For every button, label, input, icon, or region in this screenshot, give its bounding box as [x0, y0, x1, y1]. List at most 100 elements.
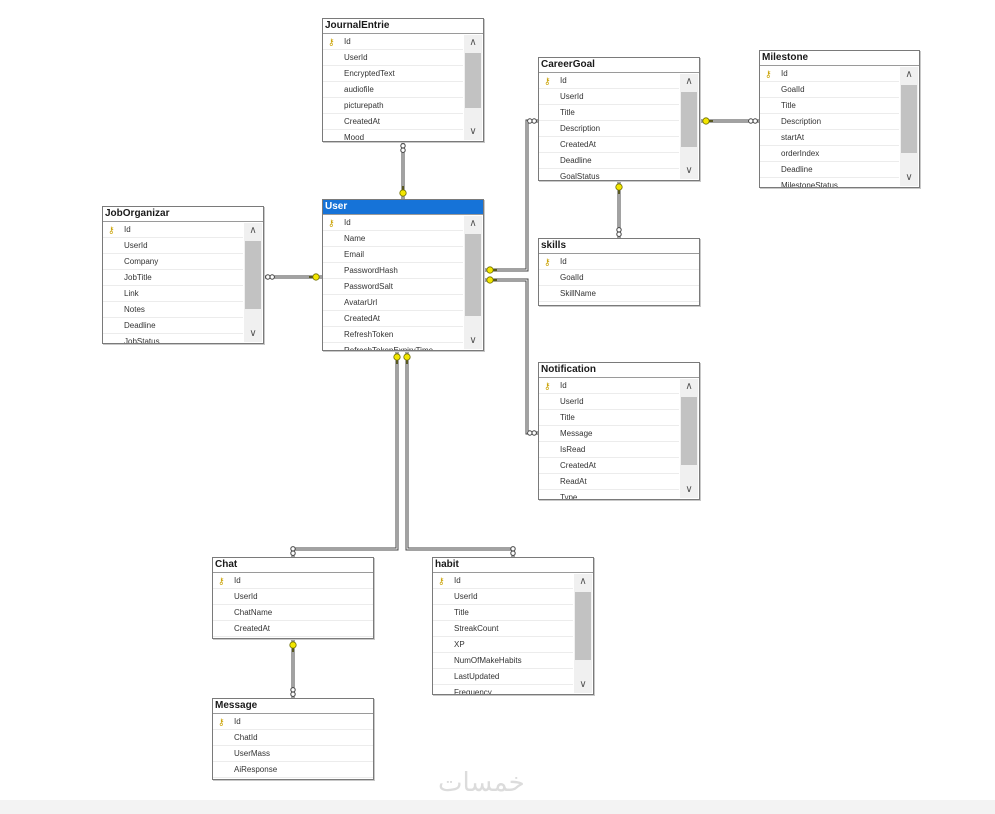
relationship-user-joborg[interactable] [264, 273, 322, 281]
relationship-user-journal[interactable] [399, 142, 407, 199]
field-row[interactable]: Message [539, 426, 679, 442]
field-row[interactable]: CreatedAt [323, 311, 463, 327]
field-row[interactable]: GoalId [760, 82, 899, 98]
field-row[interactable]: UserMass [213, 746, 373, 762]
relationship-user-careergoal[interactable] [484, 118, 538, 274]
chevron-up-icon[interactable]: ∧ [469, 37, 477, 48]
field-row[interactable]: JobTitle [103, 270, 243, 286]
field-row[interactable]: ChatName [213, 605, 373, 621]
field-row[interactable]: Title [539, 105, 679, 121]
scroll-thumb[interactable] [901, 85, 917, 153]
field-row[interactable]: Frequency [433, 685, 573, 694]
vertical-scrollbar[interactable]: ∧∨ [244, 223, 262, 342]
table-title[interactable]: Chat [213, 558, 373, 573]
field-row[interactable]: GoalId [539, 270, 699, 286]
relationship-chat-message[interactable] [289, 639, 297, 698]
table-title[interactable]: User [323, 200, 483, 215]
field-row[interactable]: Link [103, 286, 243, 302]
field-row[interactable]: Title [433, 605, 573, 621]
chevron-up-icon[interactable]: ∧ [579, 576, 587, 587]
field-row[interactable]: ⚷Id [433, 573, 573, 589]
chevron-down-icon[interactable]: ∨ [469, 126, 477, 137]
chevron-down-icon[interactable]: ∨ [685, 165, 693, 176]
field-row[interactable]: UserId [539, 89, 679, 105]
table-title[interactable]: skills [539, 239, 699, 254]
chevron-down-icon[interactable]: ∨ [249, 328, 257, 339]
field-row[interactable]: ⚷Id [539, 73, 679, 89]
field-row[interactable]: ⚷Id [323, 215, 463, 231]
relationship-user-habit[interactable] [403, 351, 516, 557]
field-row[interactable]: Name [323, 231, 463, 247]
field-row[interactable]: PasswordHash [323, 263, 463, 279]
chevron-up-icon[interactable]: ∧ [469, 218, 477, 229]
chevron-up-icon[interactable]: ∧ [685, 76, 693, 87]
chevron-down-icon[interactable]: ∨ [469, 335, 477, 346]
field-row[interactable]: EncryptedText [323, 66, 463, 82]
field-row[interactable]: Notes [103, 302, 243, 318]
chevron-down-icon[interactable]: ∨ [905, 172, 913, 183]
vertical-scrollbar[interactable]: ∧∨ [680, 74, 698, 179]
table-title[interactable]: habit [433, 558, 593, 573]
chevron-up-icon[interactable]: ∧ [905, 69, 913, 80]
field-row[interactable]: startAt [760, 130, 899, 146]
field-row[interactable]: AvatarUrl [323, 295, 463, 311]
field-row[interactable]: audiofile [323, 82, 463, 98]
field-row[interactable]: Deadline [103, 318, 243, 334]
field-row[interactable]: Company [103, 254, 243, 270]
field-row[interactable]: picturepath [323, 98, 463, 114]
scroll-thumb[interactable] [245, 241, 261, 309]
field-row[interactable]: SkillName [539, 286, 699, 302]
chevron-down-icon[interactable]: ∨ [579, 679, 587, 690]
field-row[interactable]: UserId [323, 50, 463, 66]
field-row[interactable]: orderIndex [760, 146, 899, 162]
scroll-thumb[interactable] [681, 397, 697, 465]
field-row[interactable]: ReadAt [539, 474, 679, 490]
relationship-user-chat[interactable] [290, 351, 401, 557]
field-row[interactable]: ⚷Id [213, 573, 373, 589]
table-title[interactable]: Message [213, 699, 373, 714]
field-row[interactable]: Deadline [539, 153, 679, 169]
table-title[interactable]: JobOrganizar [103, 207, 263, 222]
chevron-down-icon[interactable]: ∨ [685, 484, 693, 495]
field-row[interactable]: StreakCount [433, 621, 573, 637]
vertical-scrollbar[interactable]: ∧∨ [464, 35, 482, 140]
field-row[interactable]: MilestoneStatus [760, 178, 899, 187]
field-row[interactable]: UserId [103, 238, 243, 254]
field-row[interactable]: ⚷Id [103, 222, 243, 238]
field-row[interactable]: CreatedAt [539, 458, 679, 474]
vertical-scrollbar[interactable]: ∧∨ [464, 216, 482, 349]
relationship-careergoal-skills[interactable] [615, 181, 623, 238]
table-title[interactable]: Milestone [760, 51, 919, 66]
vertical-scrollbar[interactable]: ∧∨ [574, 574, 592, 693]
scroll-thumb[interactable] [681, 92, 697, 147]
chevron-up-icon[interactable]: ∧ [685, 381, 693, 392]
field-row[interactable]: Description [760, 114, 899, 130]
field-row[interactable]: Title [760, 98, 899, 114]
field-row[interactable]: ⚷Id [539, 254, 699, 270]
field-row[interactable]: NumOfMakeHabits [433, 653, 573, 669]
field-row[interactable]: AiResponse [213, 762, 373, 778]
scroll-thumb[interactable] [465, 53, 481, 108]
field-row[interactable]: IsRead [539, 442, 679, 458]
scroll-thumb[interactable] [575, 592, 591, 660]
field-row[interactable]: UserId [213, 589, 373, 605]
field-row[interactable]: GoalStatus [539, 169, 679, 180]
field-row[interactable]: CreatedAt [539, 137, 679, 153]
chevron-up-icon[interactable]: ∧ [249, 225, 257, 236]
field-row[interactable]: Mood [323, 130, 463, 141]
relationship-user-notification[interactable] [484, 276, 538, 436]
field-row[interactable]: ⚷Id [323, 34, 463, 50]
field-row[interactable]: UserId [433, 589, 573, 605]
vertical-scrollbar[interactable]: ∧∨ [900, 67, 918, 186]
field-row[interactable]: XP [433, 637, 573, 653]
table-title[interactable]: JournalEntrie [323, 19, 483, 34]
field-row[interactable]: ⚷Id [539, 378, 679, 394]
field-row[interactable]: Type [539, 490, 679, 499]
